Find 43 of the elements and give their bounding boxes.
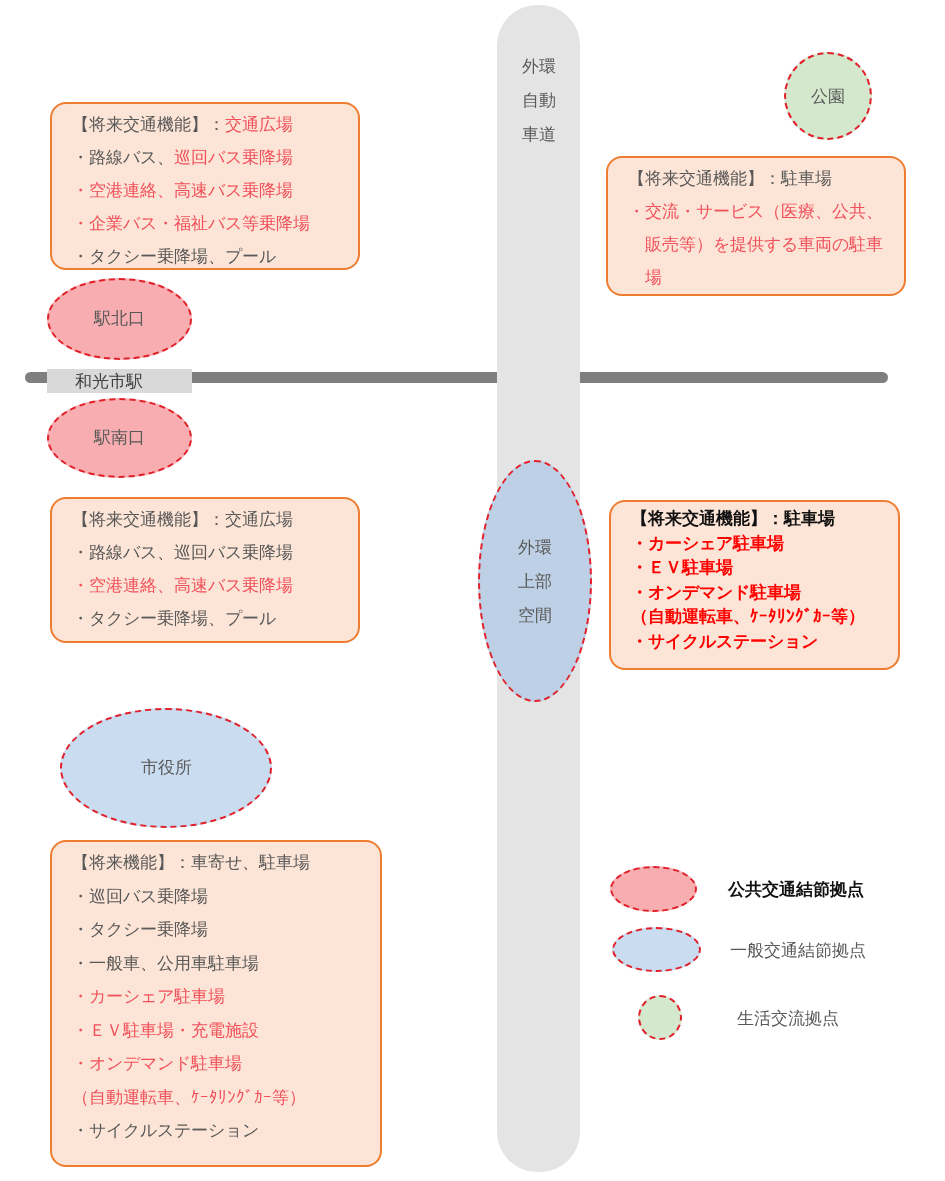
list-item: ・巡回バス乗降場 bbox=[72, 884, 209, 908]
info-box bbox=[50, 840, 382, 1167]
list-item: （自動運転車、ｹｰﾀﾘﾝｸﾞｶｰ等） bbox=[72, 1085, 307, 1109]
info-box bbox=[50, 497, 360, 643]
heading-text: 【将来交通機能】： bbox=[72, 113, 225, 136]
legend-label: 公共交通結節拠点 bbox=[728, 878, 864, 901]
road-label: 外環自動車道 bbox=[521, 55, 556, 146]
info-box bbox=[609, 500, 900, 670]
legend-label: 一般交通結節拠点 bbox=[730, 938, 866, 962]
list-item: （自動運転車、ｹｰﾀﾘﾝｸﾞｶｰ等） bbox=[631, 605, 866, 628]
list-item: ・ＥＶ駐車場 bbox=[631, 556, 734, 579]
list-item: ・サイクルステーション bbox=[631, 629, 819, 653]
list-item: ・空港連絡、高速バス乗降場 bbox=[72, 574, 294, 597]
info-box bbox=[50, 102, 360, 270]
hub-label: 市役所 bbox=[140, 756, 192, 780]
list-item: ・交流・サービス（医療、公共、販売等）を提供する車両の駐車場 bbox=[628, 200, 884, 289]
list-item: 交通広場 bbox=[225, 113, 293, 136]
list-item: ・タクシー乗降場 bbox=[72, 918, 209, 941]
list-item: ・一般車、公用車駐車場 bbox=[72, 951, 260, 975]
list-item: ・オンデマンド駐車場 bbox=[631, 580, 802, 604]
list-item: ・企業バス・福祉バス等乗降場 bbox=[72, 212, 311, 235]
station-label: 和光市駅 bbox=[47, 369, 192, 393]
hub-label: 駅北口 bbox=[94, 307, 145, 331]
list-item: ・タクシー乗降場、プール bbox=[72, 245, 277, 268]
heading-text: 【将来機能】：車寄せ、駐車場 bbox=[72, 851, 311, 874]
heading-text: 【将来交通機能】：交通広場 bbox=[72, 508, 294, 531]
list-item: ・ＥＶ駐車場・充電施設 bbox=[72, 1018, 260, 1042]
legend-label: 生活交流拠点 bbox=[737, 1006, 839, 1030]
list-item: ・タクシー乗降場、プール bbox=[72, 607, 277, 630]
info-box bbox=[606, 156, 906, 296]
hub-label: 公園 bbox=[811, 85, 845, 108]
list-item: ・カーシェア駐車場 bbox=[72, 985, 226, 1008]
list-item: ・路線バス、 bbox=[72, 146, 174, 169]
list-item: ・路線バス、巡回バス乗降場 bbox=[72, 541, 294, 564]
list-item: ・サイクルステーション bbox=[72, 1119, 260, 1142]
list-item: 巡回バス乗降場 bbox=[174, 146, 293, 169]
list-item: ・空港連絡、高速バス乗降場 bbox=[72, 179, 294, 202]
hub-label: 外環上部空間 bbox=[518, 536, 552, 627]
list-item: ・カーシェア駐車場 bbox=[631, 531, 785, 555]
hub-label: 駅南口 bbox=[94, 426, 145, 450]
heading-text: 【将来交通機能】：駐車場 bbox=[628, 167, 833, 190]
list-item: ・オンデマンド駐車場 bbox=[72, 1052, 243, 1075]
heading-text: 【将来交通機能】：駐車場 bbox=[631, 507, 836, 530]
